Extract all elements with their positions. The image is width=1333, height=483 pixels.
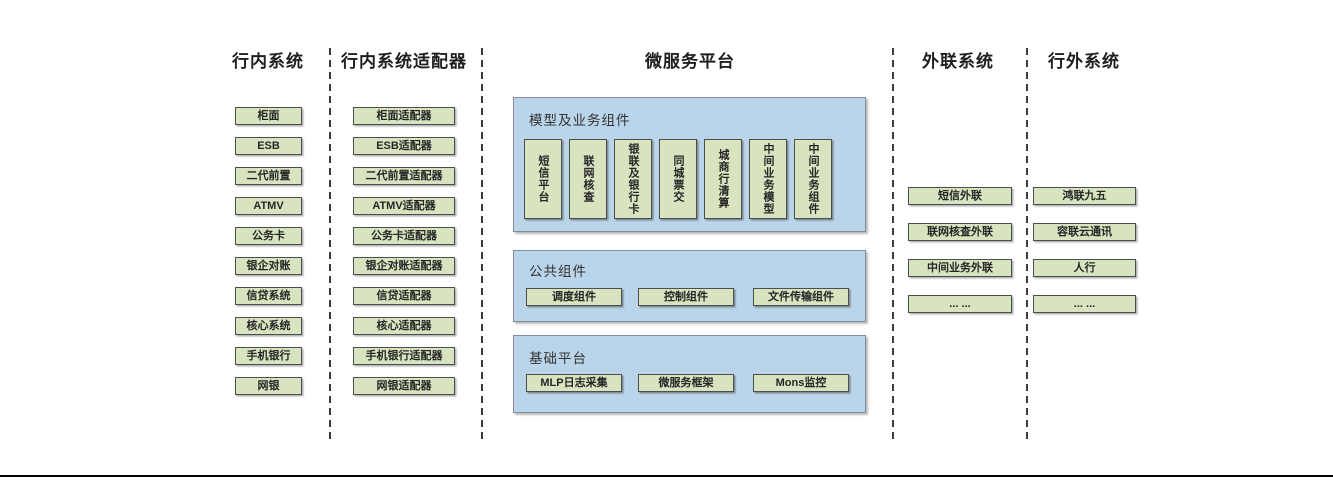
component-node: 短信平台 [524, 139, 562, 219]
outreach-node: 中间业务外联 [908, 259, 1012, 277]
model-business-components-panel: 模型及业务组件 短信平台 联网核查 银联及银行卡 同城票交 城商行清算 中间业务… [513, 97, 866, 232]
adapter-node: 信贷适配器 [353, 287, 455, 305]
adapter-node: 核心适配器 [353, 317, 455, 335]
adapter-node: 二代前置适配器 [353, 167, 455, 185]
adapter-node: ATMV适配器 [353, 197, 455, 215]
internal-systems-column: 柜面 ESB 二代前置 ATMV 公务卡 银企对账 信贷系统 核心系统 手机银行… [235, 107, 302, 407]
component-node: 同城票交 [659, 139, 697, 219]
column-title-outreach: 外联系统 [922, 52, 994, 71]
system-node: 网银 [235, 377, 302, 395]
external-node: ... ... [1033, 295, 1136, 313]
adapter-node: ESB适配器 [353, 137, 455, 155]
component-node: 文件传输组件 [753, 288, 849, 306]
system-node: 信贷系统 [235, 287, 302, 305]
external-node: 鸿联九五 [1033, 187, 1136, 205]
column-divider [329, 48, 331, 444]
adapter-node: 银企对账适配器 [353, 257, 455, 275]
system-node: 公务卡 [235, 227, 302, 245]
system-node: ESB [235, 137, 302, 155]
system-node: ATMV [235, 197, 302, 215]
column-title-internal: 行内系统 [232, 52, 304, 71]
column-divider [481, 48, 483, 444]
component-node: 中间业务组件 [794, 139, 832, 219]
column-title-external: 行外系统 [1048, 52, 1120, 71]
panel-label: 基础平台 [529, 351, 587, 366]
external-node: 容联云通讯 [1033, 223, 1136, 241]
system-node: 核心系统 [235, 317, 302, 335]
column-divider [892, 48, 894, 444]
outreach-node: ... ... [908, 295, 1012, 313]
panel-label: 公共组件 [529, 264, 587, 279]
adapter-node: 公务卡适配器 [353, 227, 455, 245]
component-node: 调度组件 [526, 288, 622, 306]
component-node: 控制组件 [638, 288, 734, 306]
adapters-column: 柜面适配器 ESB适配器 二代前置适配器 ATMV适配器 公务卡适配器 银企对账… [353, 107, 455, 407]
component-node: 中间业务模型 [749, 139, 787, 219]
outreach-node: 联网核查外联 [908, 223, 1012, 241]
system-node: 手机银行 [235, 347, 302, 365]
outreach-systems-column: 短信外联 联网核查外联 中间业务外联 ... ... [908, 187, 1012, 331]
component-node: 微服务框架 [638, 374, 734, 392]
common-components-panel: 公共组件 调度组件 控制组件 文件传输组件 [513, 250, 866, 322]
component-node: 银联及银行卡 [614, 139, 652, 219]
component-node: 联网核查 [569, 139, 607, 219]
system-node: 银企对账 [235, 257, 302, 275]
adapter-node: 柜面适配器 [353, 107, 455, 125]
bottom-rule [0, 475, 1333, 477]
column-divider [1026, 48, 1028, 444]
system-node: 柜面 [235, 107, 302, 125]
component-node: MLP日志采集 [526, 374, 622, 392]
panel-label: 模型及业务组件 [529, 113, 631, 128]
external-systems-column: 鸿联九五 容联云通讯 人行 ... ... [1033, 187, 1136, 331]
component-node: 城商行清算 [704, 139, 742, 219]
column-title-platform: 微服务平台 [645, 52, 735, 71]
system-node: 二代前置 [235, 167, 302, 185]
external-node: 人行 [1033, 259, 1136, 277]
adapter-node: 手机银行适配器 [353, 347, 455, 365]
base-platform-panel: 基础平台 MLP日志采集 微服务框架 Mons监控 [513, 335, 866, 413]
column-title-adapters: 行内系统适配器 [341, 52, 467, 71]
outreach-node: 短信外联 [908, 187, 1012, 205]
component-node: Mons监控 [753, 374, 849, 392]
adapter-node: 网银适配器 [353, 377, 455, 395]
